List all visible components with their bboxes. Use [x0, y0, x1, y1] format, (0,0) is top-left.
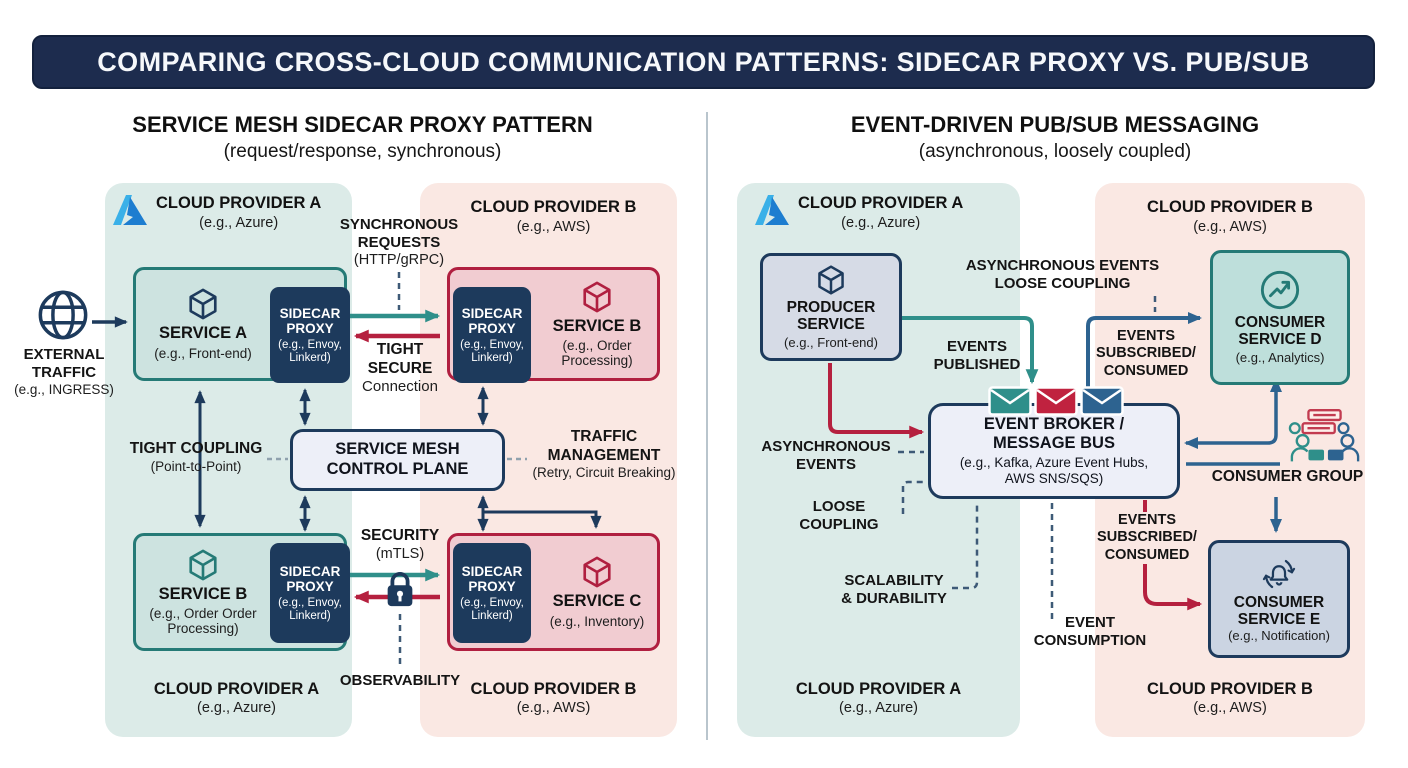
service-title: SERVICE C	[552, 592, 642, 611]
globe-icon	[38, 290, 88, 340]
sidecar-proxy-box: SIDECAR PROXY (e.g., Envoy, Linkerd)	[453, 543, 531, 643]
analytics-icon	[1260, 271, 1300, 310]
right-provider-a-header: CLOUD PROVIDER A (e.g., Azure)	[755, 194, 963, 232]
provider-example: (e.g., AWS)	[516, 218, 591, 235]
title-banner: COMPARING CROSS-CLOUD COMMUNICATION PATT…	[32, 35, 1375, 89]
bell-refresh-icon	[1262, 559, 1296, 588]
service-title: SERVICE B	[158, 584, 248, 603]
provider-example: (e.g., Azure)	[841, 214, 921, 231]
provider-name: CLOUD PROVIDER B	[470, 198, 637, 216]
cube-icon	[189, 549, 217, 581]
service-b-content: SERVICE B (e.g., Order Processing)	[531, 270, 663, 378]
sidecar-proxy-box: SIDECAR PROXY (e.g., Envoy, Linkerd)	[270, 287, 350, 383]
envelope-icon	[1034, 386, 1078, 416]
provider-name: CLOUD PROVIDER A	[156, 194, 322, 212]
event-broker-box: EVENT BROKER / MESSAGE BUS (e.g., Kafka,…	[928, 403, 1180, 499]
tight-secure-label: TIGHT SECURE Connection	[362, 341, 438, 396]
cube-icon	[583, 556, 611, 588]
azure-icon	[755, 195, 789, 225]
tight-coupling-label: TIGHT COUPLING (Point-to-Point)	[129, 440, 263, 474]
service-a-content: SERVICE A (e.g., Front-end)	[136, 270, 270, 378]
service-c-content: SERVICE C (e.g., Inventory)	[531, 536, 663, 648]
left-provider-b-header: CLOUD PROVIDER B (e.g., AWS)	[447, 198, 660, 236]
envelope-icon	[988, 386, 1032, 416]
left-provider-b-footer: CLOUD PROVIDER B (e.g., AWS)	[470, 680, 637, 716]
sidecar-proxy-box: SIDECAR PROXY (e.g., Envoy, Linkerd)	[270, 543, 350, 643]
asynchronous-events-label: ASYNCHRONOUS EVENTS	[761, 438, 891, 473]
service-example: (e.g., Front-end)	[784, 334, 878, 350]
cube-icon	[818, 265, 844, 295]
service-example: (e.g., Order Processing)	[561, 337, 633, 369]
consumer-group-label: CONSUMER GROUP	[1211, 468, 1364, 485]
service-title: SERVICE A	[158, 324, 248, 343]
service-mesh-control-plane-box: SERVICE MESH CONTROL PLANE	[290, 429, 505, 491]
consumer-service-e-box: CONSUMER SERVICE E (e.g., Notification)	[1208, 540, 1350, 658]
producer-content: PRODUCER SERVICE (e.g., Front-end)	[763, 256, 899, 358]
event-consumption-label: EVENT CONSUMPTION	[1033, 614, 1147, 649]
right-provider-b-header: CLOUD PROVIDER B (e.g., AWS)	[1095, 198, 1365, 236]
left-section-heading: SERVICE MESH SIDECAR PROXY PATTERN	[132, 112, 593, 137]
right-section-heading: EVENT-DRIVEN PUB/SUB MESSAGING	[850, 112, 1260, 137]
provider-name: CLOUD PROVIDER A	[798, 194, 964, 212]
provider-example: (e.g., Azure)	[199, 214, 279, 231]
sidecar-proxy-box: SIDECAR PROXY (e.g., Envoy, Linkerd)	[453, 287, 531, 383]
events-subscribed-top-label: EVENTS SUBSCRIBED/ CONSUMED	[1096, 328, 1196, 379]
service-title: CONSUMER SERVICE E	[1233, 593, 1325, 628]
cube-icon	[189, 288, 217, 320]
consumer-e-content: CONSUMER SERVICE E (e.g., Notification)	[1211, 543, 1347, 655]
consumer-service-d-box: CONSUMER SERVICE D (e.g., Analytics)	[1210, 250, 1350, 385]
azure-icon	[113, 195, 147, 225]
consumer-d-content: CONSUMER SERVICE D (e.g., Analytics)	[1213, 253, 1347, 382]
scalability-durability-label: SCALABILITY & DURABILITY	[841, 572, 947, 607]
provider-name: CLOUD PROVIDER B	[1147, 198, 1313, 216]
service-a-box: SERVICE A (e.g., Front-end) SIDECAR PROX…	[133, 267, 350, 383]
service-title: PRODUCER SERVICE	[786, 298, 876, 333]
service-c-box: SERVICE C (e.g., Inventory) SIDECAR PROX…	[447, 533, 660, 651]
right-provider-a-footer: CLOUD PROVIDER A (e.g., Azure)	[795, 680, 962, 716]
cube-icon	[583, 281, 611, 313]
left-provider-a-header: CLOUD PROVIDER A (e.g., Azure)	[113, 194, 321, 232]
service-example: (e.g., Analytics)	[1235, 350, 1325, 366]
synchronous-requests-label: SYNCHRONOUS REQUESTS (HTTP/gRPC)	[339, 216, 459, 268]
service-b-top-box: SERVICE B (e.g., Order Processing) SIDEC…	[447, 267, 663, 383]
right-provider-b-footer: CLOUD PROVIDER B (e.g., AWS)	[1147, 680, 1313, 716]
loose-coupling-label: LOOSE COUPLING	[799, 498, 879, 533]
consumer-group-icon	[1288, 409, 1360, 462]
lock-icon	[387, 572, 413, 607]
security-label: SECURITY (mTLS)	[360, 527, 440, 562]
external-traffic-label: EXTERNAL TRAFFIC (e.g., INGRESS)	[14, 346, 114, 397]
async-loose-coupling-label: ASYNCHRONOUS EVENTS LOOSE COUPLING	[965, 257, 1160, 292]
traffic-management-label: TRAFFIC MANAGEMENT (Retry, Circuit Break…	[532, 428, 676, 481]
service-example: (e.g., Order Order Processing)	[149, 605, 257, 637]
center-divider	[706, 112, 708, 740]
events-subscribed-bottom-label: EVENTS SUBSCRIBED/ CONSUMED	[1095, 512, 1199, 565]
service-title: SERVICE B	[552, 316, 642, 335]
provider-example: (e.g., AWS)	[1193, 218, 1267, 235]
service-b-bottom-box: SERVICE B (e.g., Order Order Processing)…	[133, 533, 350, 651]
left-section-subheading: (request/response, synchronous)	[223, 141, 502, 162]
producer-service-box: PRODUCER SERVICE (e.g., Front-end)	[760, 253, 902, 361]
service-example: (e.g., Front-end)	[154, 345, 252, 361]
left-provider-a-footer: CLOUD PROVIDER A (e.g., Azure)	[153, 680, 320, 716]
service-b-bottom-content: SERVICE B (e.g., Order Order Processing)	[136, 536, 270, 648]
service-title: CONSUMER SERVICE D	[1234, 314, 1326, 349]
service-example: (e.g., Notification)	[1228, 627, 1330, 643]
right-section-subheading: (asynchronous, loosely coupled)	[918, 141, 1192, 162]
events-published-label: EVENTS PUBLISHED	[933, 338, 1021, 373]
page-title: COMPARING CROSS-CLOUD COMMUNICATION PATT…	[97, 46, 1310, 77]
envelope-icon	[1080, 386, 1124, 416]
service-example: (e.g., Inventory)	[549, 613, 645, 629]
observability-label: OBSERVABILITY	[339, 672, 461, 689]
